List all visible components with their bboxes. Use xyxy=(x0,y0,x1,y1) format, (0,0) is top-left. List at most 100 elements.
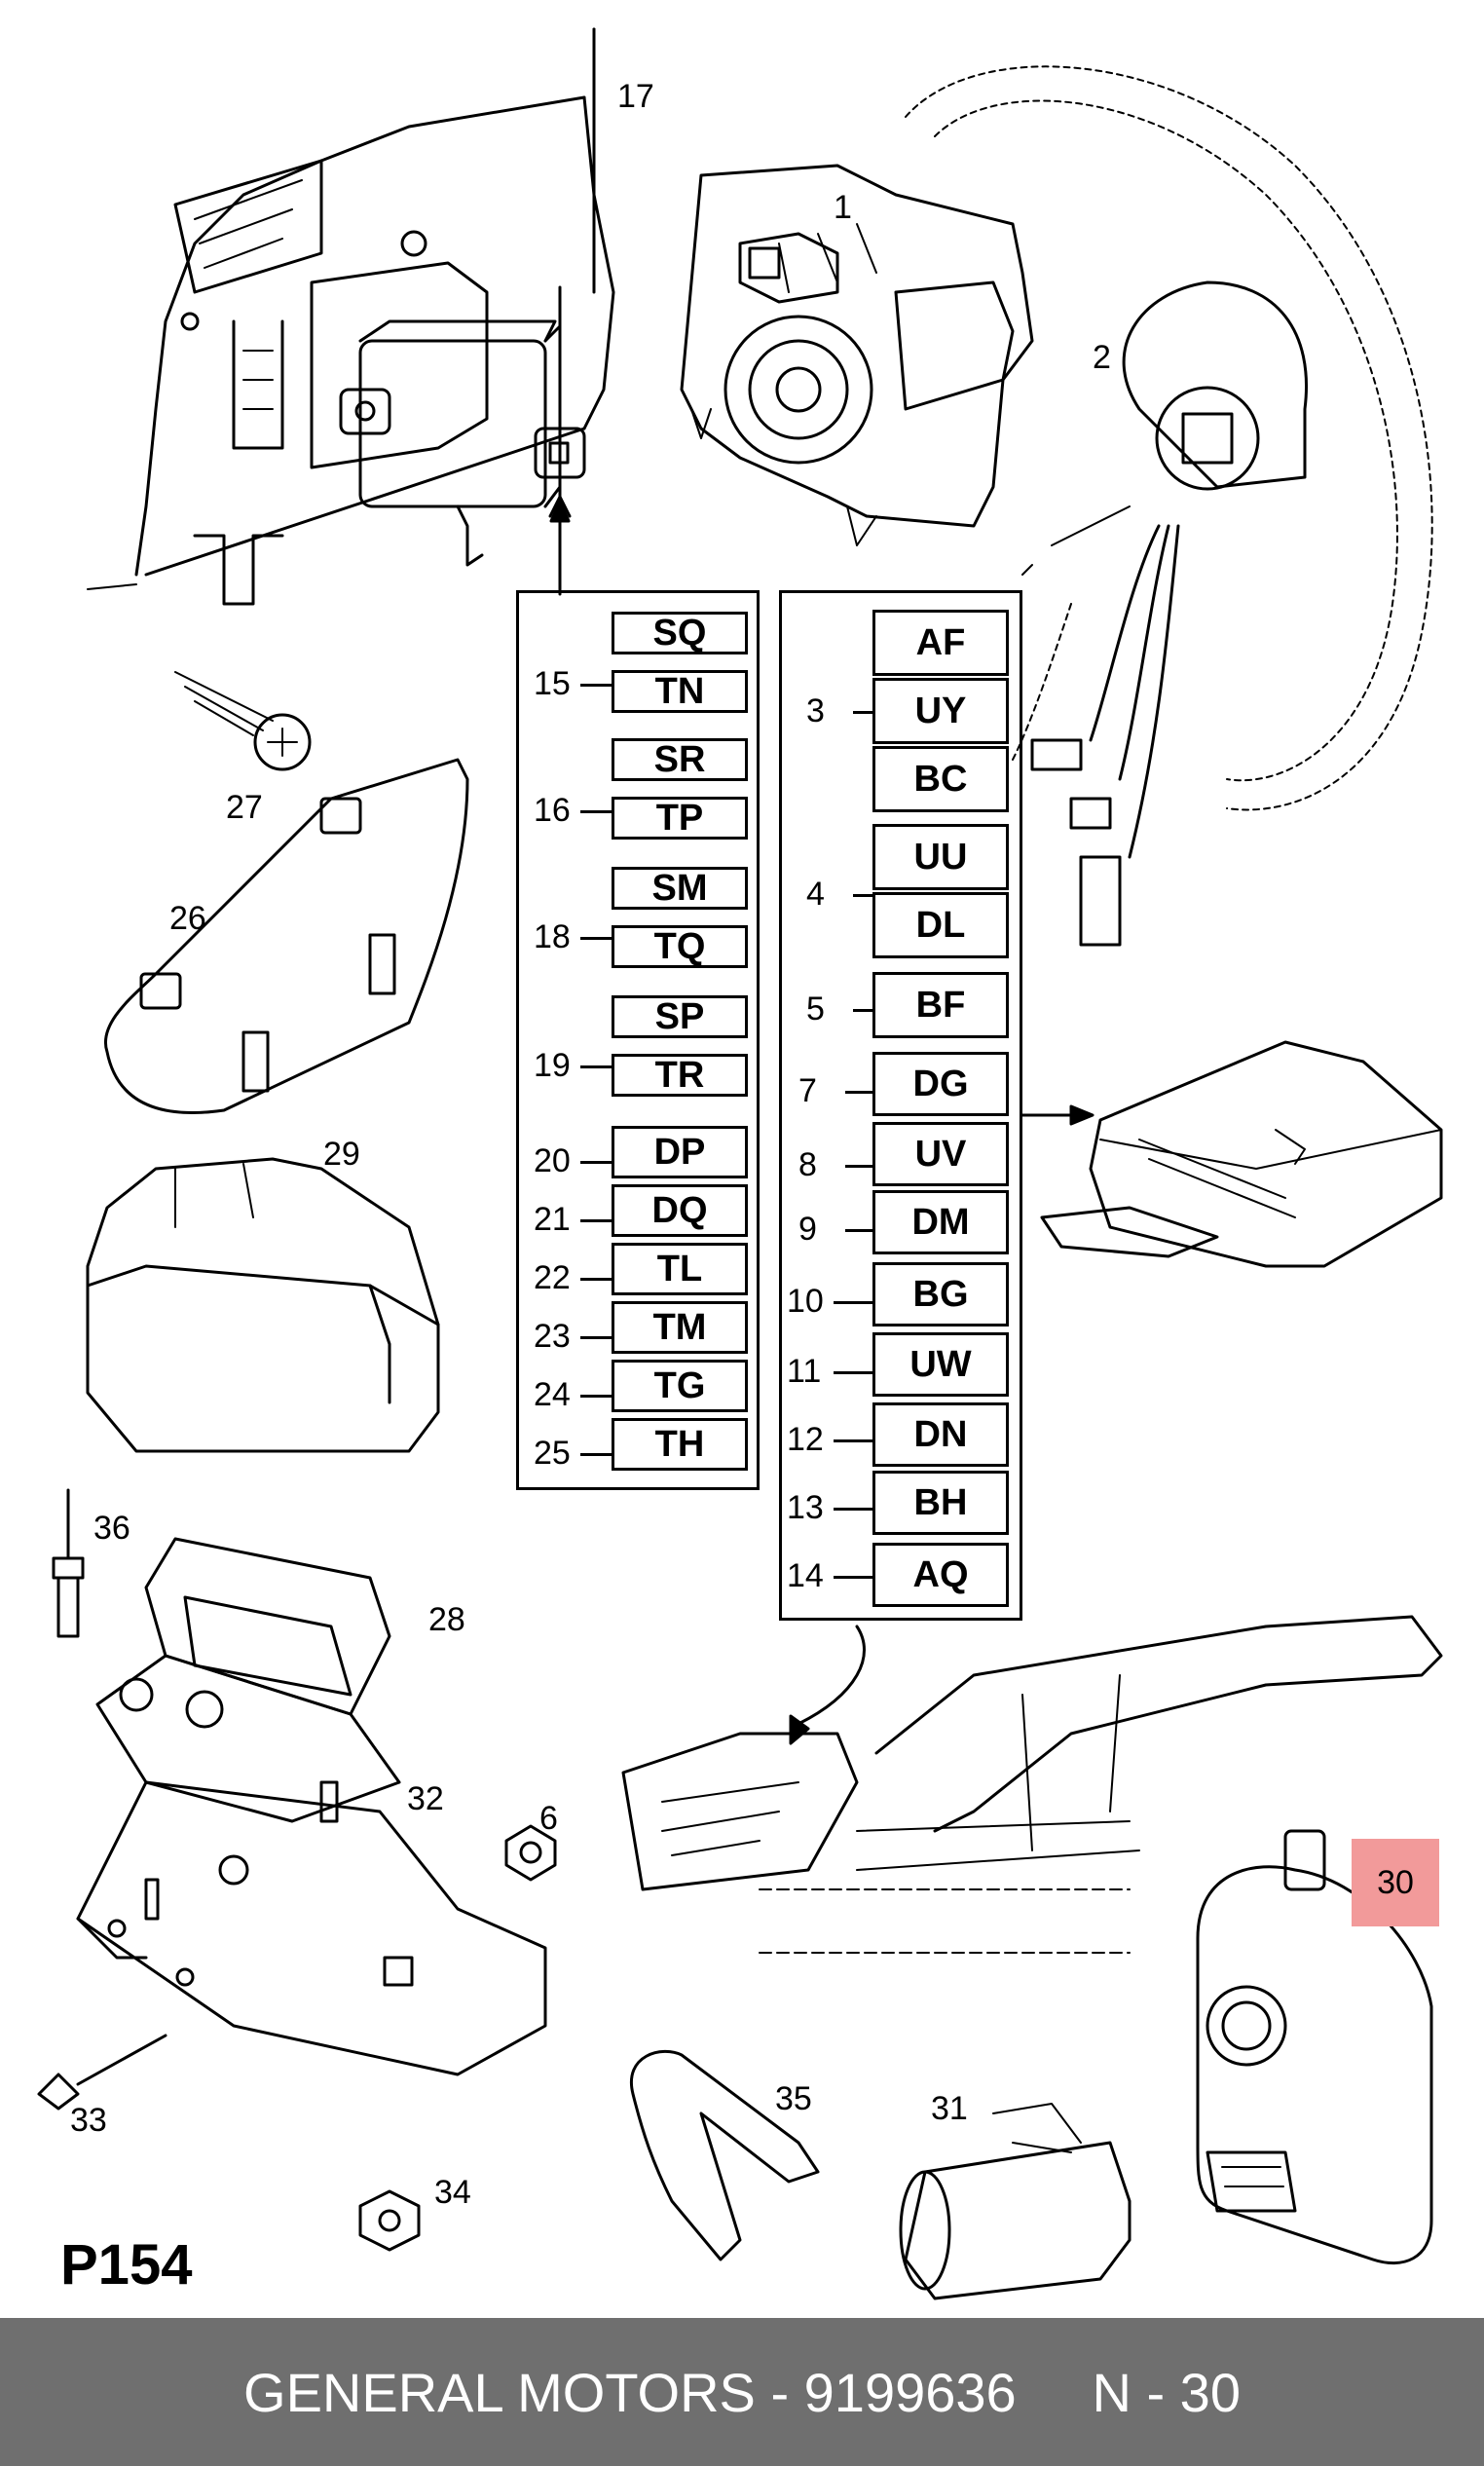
left-callout-15: 15 xyxy=(534,665,571,702)
right-callout-3: 3 xyxy=(806,692,825,729)
right-code-bg: BG xyxy=(872,1262,1009,1326)
part-30-sensor-drawing xyxy=(1196,1829,1433,2265)
left-code-tm: TM xyxy=(612,1301,748,1354)
left-callout-23: 23 xyxy=(534,1318,571,1355)
part-callout-6: 6 xyxy=(539,1800,558,1837)
right-code-bc: BC xyxy=(872,746,1009,812)
right-callout-5: 5 xyxy=(806,990,825,1028)
left-leader-line xyxy=(580,684,612,687)
right-code-bf: BF xyxy=(872,972,1009,1038)
part-callout-28: 28 xyxy=(428,1601,465,1638)
part-33-rivet-drawing xyxy=(37,2034,167,2111)
left-code-tr: TR xyxy=(612,1054,748,1097)
part-callout-36: 36 xyxy=(93,1510,130,1547)
left-leader-line xyxy=(580,1219,612,1222)
footer-brand-part: GENERAL MOTORS - 9199636 xyxy=(243,2361,1017,2423)
part-callout-26: 26 xyxy=(169,900,206,937)
left-code-sr: SR xyxy=(612,738,748,781)
left-callout-19: 19 xyxy=(534,1047,571,1084)
left-callout-16: 16 xyxy=(534,792,571,829)
left-code-tl: TL xyxy=(612,1243,748,1295)
left-callout-18: 18 xyxy=(534,918,571,955)
part-callout-17: 17 xyxy=(617,78,654,115)
right-code-uy: UY xyxy=(872,678,1009,744)
left-code-sm: SM xyxy=(612,867,748,910)
left-code-tn: TN xyxy=(612,670,748,713)
part-2-sensor-drawing xyxy=(1021,280,1308,947)
right-leader-line xyxy=(845,1229,872,1232)
left-leader-line xyxy=(580,1453,612,1456)
control-module-drawing xyxy=(1040,1040,1443,1268)
left-callout-24: 24 xyxy=(534,1376,571,1413)
right-callout-10: 10 xyxy=(787,1283,824,1320)
left-leader-line xyxy=(580,1065,612,1068)
left-leader-line xyxy=(580,1395,612,1398)
left-callout-25: 25 xyxy=(534,1435,571,1472)
left-callout-20: 20 xyxy=(534,1142,571,1179)
footer-ref: N - 30 xyxy=(1092,2361,1241,2423)
part-callout-34: 34 xyxy=(434,2174,471,2211)
left-code-tg: TG xyxy=(612,1360,748,1412)
right-code-dn: DN xyxy=(872,1402,1009,1467)
right-leader-line xyxy=(853,711,872,714)
part-1-switch-drawing xyxy=(680,164,1034,546)
left-leader-line xyxy=(580,1336,612,1339)
right-code-dl: DL xyxy=(872,892,1009,958)
part-27-screw-drawing xyxy=(174,671,312,771)
right-leader-line xyxy=(853,894,872,897)
right-leader-line xyxy=(853,1009,872,1012)
right-leader-line xyxy=(834,1508,872,1511)
left-code-dq: DQ xyxy=(612,1184,748,1237)
part-callout-35: 35 xyxy=(775,2080,812,2117)
part-callout-27: 27 xyxy=(226,789,263,826)
right-leader-line xyxy=(834,1371,872,1374)
right-callout-9: 9 xyxy=(798,1211,817,1248)
footer-bar: GENERAL MOTORS - 9199636 N - 30 xyxy=(0,2318,1484,2466)
right-code-bh: BH xyxy=(872,1471,1009,1535)
right-leader-line xyxy=(834,1301,872,1304)
footer-gap xyxy=(1017,2361,1093,2424)
part-34-nut-drawing xyxy=(358,2189,421,2252)
part-32-bracket-drawing xyxy=(76,1780,547,2076)
left-code-tq: TQ xyxy=(612,925,748,968)
right-leader-line xyxy=(834,1576,872,1579)
part-29-cover-drawing xyxy=(86,1157,440,1453)
part-36-rivet-drawing xyxy=(52,1488,85,1638)
left-leader-line xyxy=(580,937,612,940)
left-callout-22: 22 xyxy=(534,1259,571,1296)
left-leader-line xyxy=(580,810,612,813)
right-code-uw: UW xyxy=(872,1332,1009,1397)
left-code-dp: DP xyxy=(612,1126,748,1178)
page-label: P154 xyxy=(60,2233,193,2297)
part-callout-29: 29 xyxy=(323,1136,360,1173)
right-code-dm: DM xyxy=(872,1190,1009,1254)
right-callout-12: 12 xyxy=(787,1421,824,1458)
part-callout-2: 2 xyxy=(1093,339,1111,376)
part-26-harness-drawing xyxy=(103,758,469,1114)
right-leader-line xyxy=(845,1091,872,1094)
right-callout-7: 7 xyxy=(798,1072,817,1109)
parts-diagram xyxy=(37,27,1443,2300)
part-17-bracket-drawing xyxy=(87,27,615,606)
part-28-module-drawing xyxy=(95,1537,401,1823)
part-35-clip-drawing xyxy=(629,2049,820,2261)
left-leader-line xyxy=(580,1278,612,1281)
highlighted-callout-30: 30 xyxy=(1352,1839,1439,1926)
right-code-aq: AQ xyxy=(872,1543,1009,1607)
part-callout-32: 32 xyxy=(407,1780,444,1817)
left-leader-line xyxy=(580,1161,612,1164)
part-6-nut-drawing xyxy=(504,1824,557,1882)
part-callout-1: 1 xyxy=(834,189,852,226)
right-leader-line xyxy=(845,1165,872,1168)
part-31-sleeve-drawing xyxy=(899,2103,1132,2300)
right-code-dg: DG xyxy=(872,1052,1009,1116)
right-code-table-frame xyxy=(779,590,1022,1621)
right-callout-13: 13 xyxy=(787,1489,824,1526)
left-callout-21: 21 xyxy=(534,1201,571,1238)
left-code-sp: SP xyxy=(612,995,748,1038)
right-code-uu: UU xyxy=(872,824,1009,890)
right-leader-line xyxy=(834,1439,872,1442)
right-callout-4: 4 xyxy=(806,876,825,913)
left-code-sq: SQ xyxy=(612,612,748,654)
part-callout-33: 33 xyxy=(70,2102,107,2139)
